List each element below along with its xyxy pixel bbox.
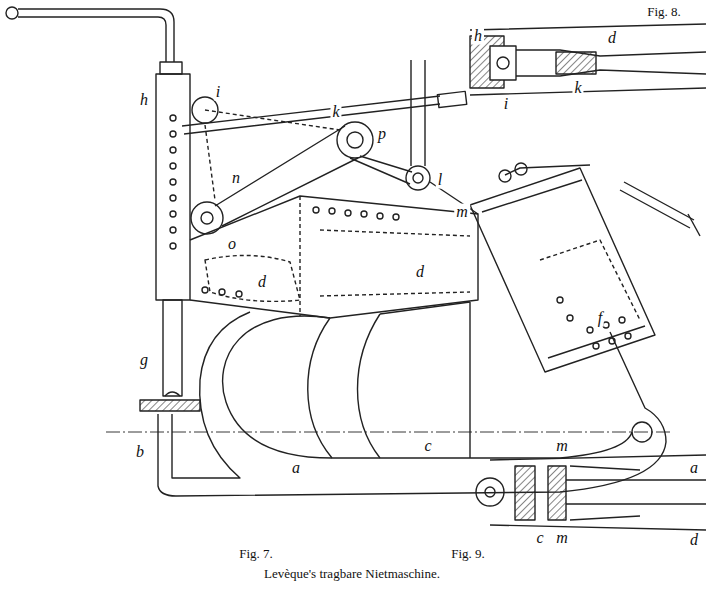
part-letter: n: [230, 170, 242, 187]
part-letter: m: [454, 204, 470, 221]
part-letter: a: [290, 460, 302, 477]
part-letter: i: [502, 96, 510, 113]
figure-number: Fig. 9.: [449, 547, 487, 561]
part-letter: l: [436, 172, 444, 189]
part-letter: g: [138, 352, 150, 369]
part-letter: m: [554, 438, 570, 455]
part-letter: b: [134, 444, 146, 461]
part-letter: d: [688, 532, 700, 549]
part-letter: o: [226, 236, 238, 253]
part-letter: f: [596, 310, 604, 327]
part-letter: h: [472, 28, 484, 45]
part-letter: h: [138, 92, 150, 109]
part-letter: i: [214, 84, 222, 101]
figure-number: Fig. 8.: [645, 5, 683, 19]
part-letter: p: [376, 126, 388, 143]
part-letter: c: [534, 530, 545, 547]
part-letter: c: [422, 438, 433, 455]
part-letter: d: [256, 274, 268, 291]
figure-number: Fig. 7.: [237, 547, 275, 561]
part-letter: k: [572, 80, 583, 97]
part-letter: k: [330, 104, 341, 121]
part-letter: d: [606, 30, 618, 47]
part-letter: a: [688, 460, 700, 477]
figure-caption: Levèque's tragbare Nietmaschine.: [262, 567, 442, 581]
part-letter: d: [414, 264, 426, 281]
part-letter: m: [554, 530, 570, 547]
